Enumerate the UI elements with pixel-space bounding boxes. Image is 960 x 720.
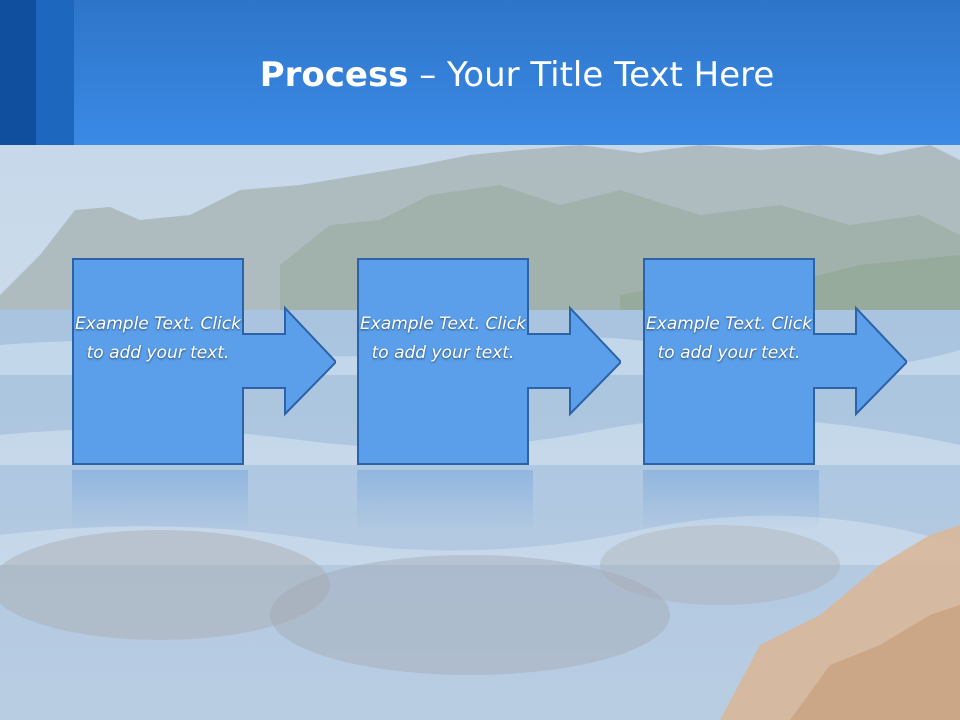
process-step-2[interactable]: Example Text. Click to add your text. [357, 258, 621, 466]
arrow-box-shape [357, 258, 621, 465]
process-step-text[interactable]: Example Text. Click to add your text. [75, 314, 241, 363]
slide-title[interactable]: Process – Your Title Text Here [74, 52, 960, 98]
slide-title-rest: – Your Title Text Here [408, 55, 775, 95]
header-accent-dark [0, 0, 36, 145]
title-bar: Process – Your Title Text Here [0, 0, 960, 145]
slide-title-bold: Process [259, 55, 409, 95]
arrow-box-shape [643, 258, 907, 465]
arrow-box-shape [72, 258, 336, 465]
process-step-text[interactable]: Example Text. Click to add your text. [360, 314, 526, 363]
process-step-text[interactable]: Example Text. Click to add your text. [646, 314, 812, 363]
header-accent-mid [36, 0, 74, 145]
process-step-1[interactable]: Example Text. Click to add your text. [72, 258, 336, 466]
process-step-3[interactable]: Example Text. Click to add your text. [643, 258, 907, 466]
